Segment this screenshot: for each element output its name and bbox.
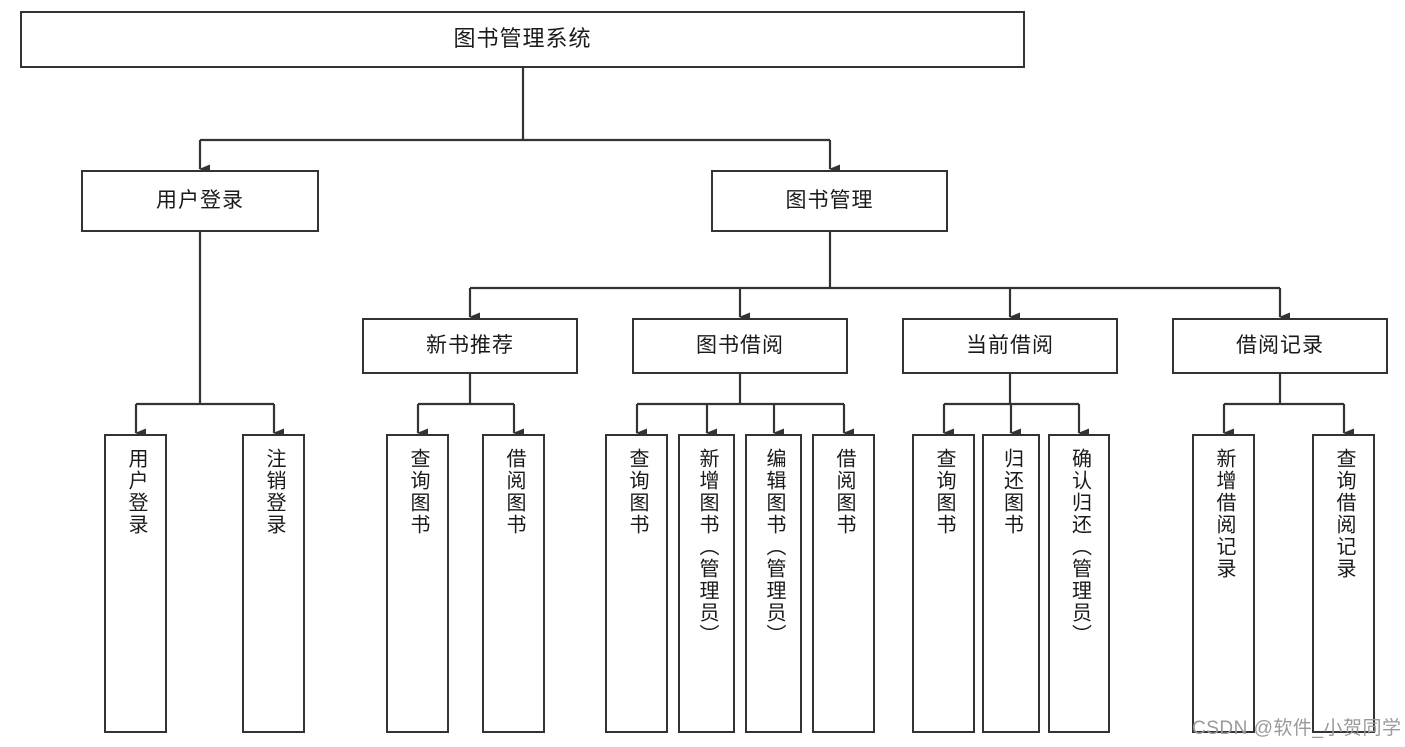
- node-label: 借阅图书: [503, 448, 525, 536]
- node-label: 注销登录: [263, 448, 285, 536]
- node-label: 当前借阅: [966, 334, 1054, 358]
- node-label: 图书借阅: [696, 334, 784, 358]
- node-label: 查询图书: [626, 448, 648, 536]
- node-label: 查询图书: [407, 448, 429, 536]
- node-label: 借阅图书: [833, 448, 855, 536]
- node-leaf-cu-r[interactable]: 归还图书: [982, 434, 1040, 733]
- node-label: 编辑图书（管理员）: [763, 448, 785, 646]
- node-borrow[interactable]: 图书借阅: [632, 318, 848, 374]
- node-newbook[interactable]: 新书推荐: [362, 318, 578, 374]
- node-label: 用户登录: [156, 189, 244, 213]
- node-label: 用户登录: [125, 448, 147, 536]
- node-leaf-bo-a[interactable]: 新增图书（管理员）: [678, 434, 735, 733]
- node-leaf-cu-q[interactable]: 查询图书: [912, 434, 975, 733]
- node-label: 查询图书: [933, 448, 955, 536]
- node-label: 新增借阅记录: [1213, 448, 1235, 580]
- node-login[interactable]: 用户登录: [81, 170, 319, 232]
- node-records[interactable]: 借阅记录: [1172, 318, 1388, 374]
- node-label: 确认归还（管理员）: [1068, 448, 1091, 646]
- node-leaf-login[interactable]: 用户登录: [104, 434, 167, 733]
- node-leaf-bo-b[interactable]: 借阅图书: [812, 434, 875, 733]
- node-label: 归还图书: [1000, 448, 1023, 536]
- node-label: 图书管理: [785, 189, 874, 213]
- node-bookmgmt[interactable]: 图书管理: [711, 170, 948, 232]
- node-root[interactable]: 图书管理系统: [20, 11, 1025, 68]
- node-label: 新书推荐: [426, 334, 514, 358]
- node-leaf-nb-b[interactable]: 借阅图书: [482, 434, 545, 733]
- node-leaf-re-q[interactable]: 查询借阅记录: [1312, 434, 1375, 733]
- node-current[interactable]: 当前借阅: [902, 318, 1118, 374]
- node-label: 查询借阅记录: [1333, 448, 1355, 580]
- node-leaf-cu-c[interactable]: 确认归还（管理员）: [1048, 434, 1110, 733]
- node-label: 新增图书（管理员）: [696, 448, 718, 646]
- node-leaf-bo-e[interactable]: 编辑图书（管理员）: [745, 434, 802, 733]
- node-leaf-re-a[interactable]: 新增借阅记录: [1192, 434, 1255, 733]
- node-leaf-bo-q[interactable]: 查询图书: [605, 434, 668, 733]
- node-leaf-nb-q[interactable]: 查询图书: [386, 434, 449, 733]
- node-label: 图书管理系统: [453, 26, 592, 52]
- node-label: 借阅记录: [1236, 334, 1324, 358]
- node-leaf-logout[interactable]: 注销登录: [242, 434, 305, 733]
